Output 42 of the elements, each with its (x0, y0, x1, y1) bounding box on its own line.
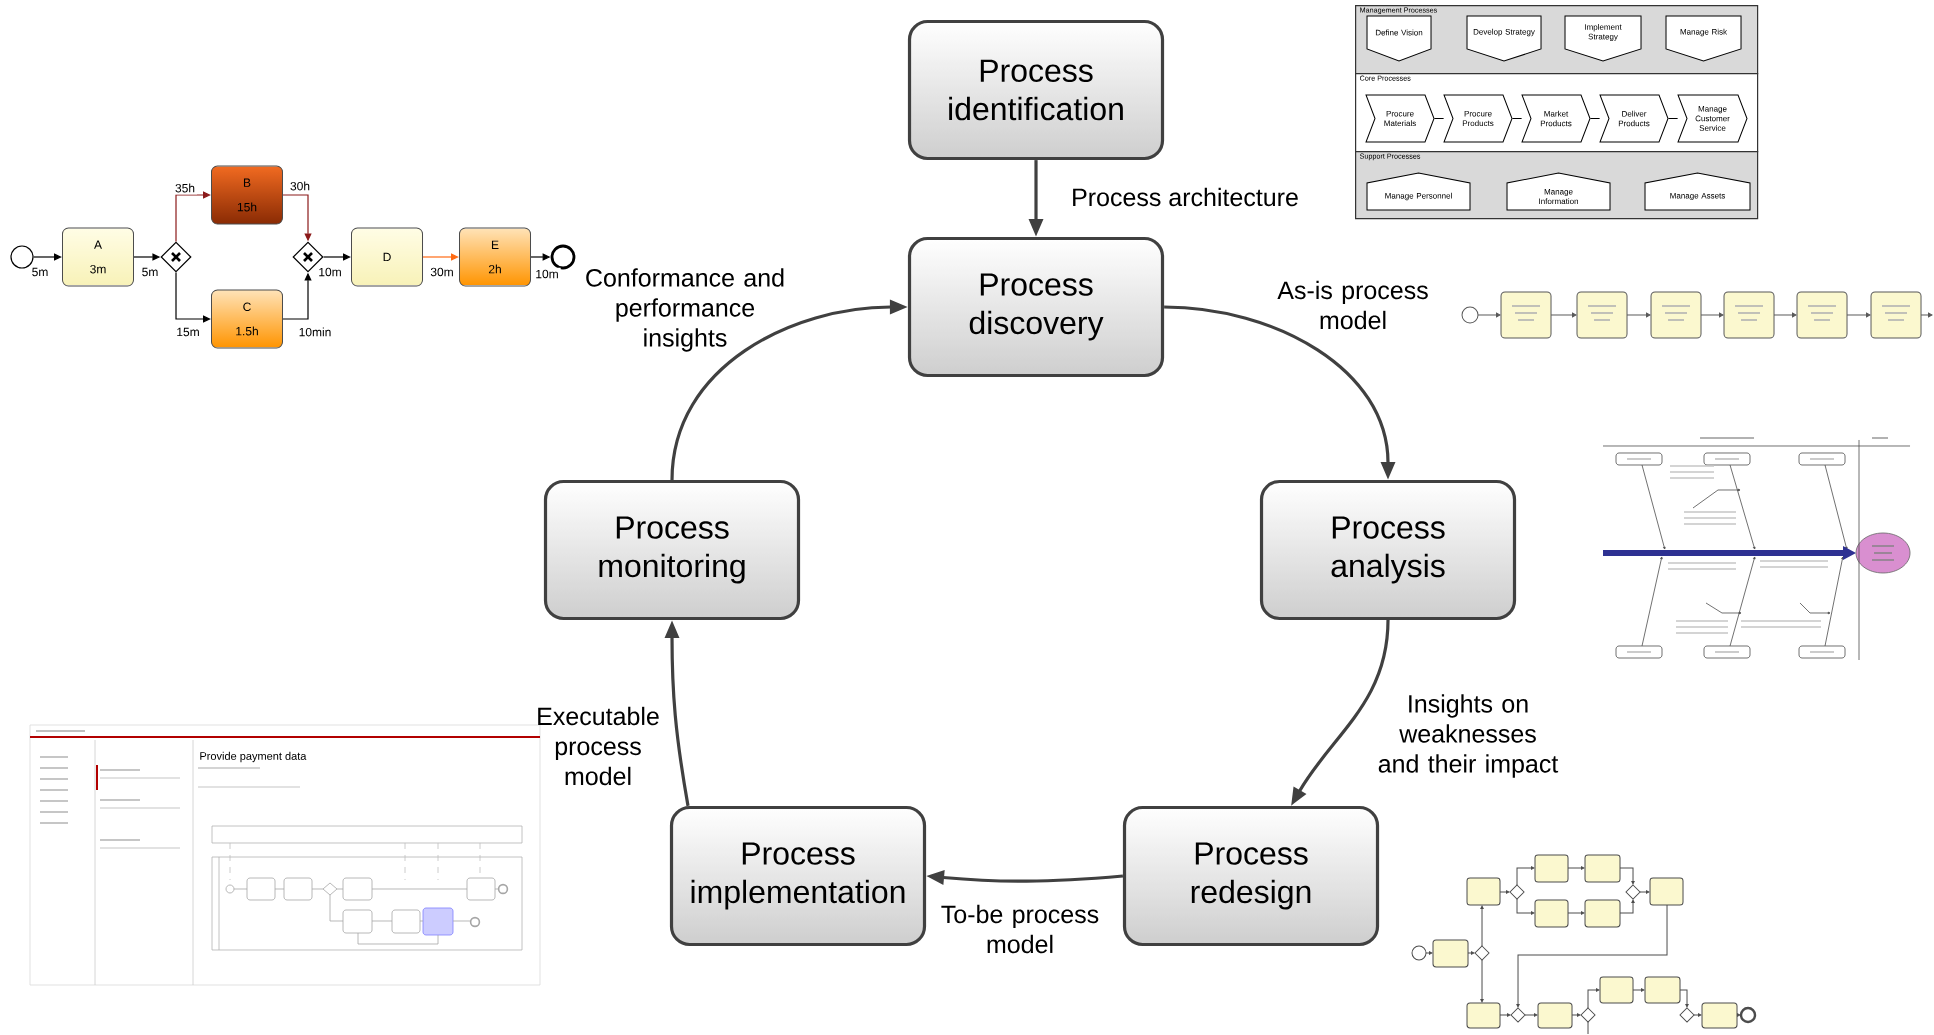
sequence-flow-arrow (175, 191, 211, 242)
process-pentagon: Implement Strategy (1564, 15, 1642, 62)
process-box: Process implementation (669, 805, 927, 947)
process-box: Process identification (907, 19, 1165, 161)
screen-title: Provide payment data (200, 751, 307, 763)
gateway-diamond (160, 241, 192, 273)
edge-label: 10m (316, 265, 344, 279)
process-pentagon: Define Vision (1366, 15, 1432, 62)
task-box: A 3m (62, 227, 134, 287)
process-box: Process analysis (1259, 479, 1517, 621)
edge-label: 5m (29, 265, 51, 279)
edge-label: As-is process model (1277, 280, 1428, 330)
start-event-circle (10, 245, 34, 269)
sequence-flow-arrow (422, 253, 459, 261)
edge-label: Process architecture (1073, 187, 1298, 207)
edge-label: 30m (428, 265, 456, 279)
edge-label: To-be process model (941, 904, 1099, 954)
sequence-flow-arrow (323, 253, 351, 261)
connector-line (1511, 118, 1523, 119)
edge-label: 30h (288, 179, 312, 193)
connector-line (1667, 118, 1679, 119)
sequence-flow-arrow (33, 253, 62, 261)
connector-line (1433, 118, 1445, 119)
edge-label: Conformance and performance insights (586, 268, 784, 352)
process-box: Process discovery (907, 236, 1165, 378)
end-event-circle (550, 244, 576, 270)
edge-label: 10min (296, 325, 334, 339)
edge-label: 5m (139, 265, 161, 279)
sequence-flow-arrow (175, 272, 211, 323)
task-box: E 2h (459, 227, 531, 287)
connector-line (1589, 118, 1601, 119)
edge-label: 35h (173, 181, 197, 195)
task-box: D (351, 227, 423, 287)
task-box: C 1.5h (211, 289, 283, 349)
process-pentagon: Develop Strategy (1466, 15, 1542, 62)
edge-label: 15m (174, 325, 202, 339)
process-box: Process redesign (1122, 805, 1380, 947)
edge-label: 10m (533, 267, 561, 281)
edge-label: Insights on weaknesses and their impact (1378, 694, 1559, 778)
edge-label: Executable process model (538, 706, 659, 786)
task-box: B 15h (211, 165, 283, 225)
process-box: Process monitoring (543, 479, 801, 621)
